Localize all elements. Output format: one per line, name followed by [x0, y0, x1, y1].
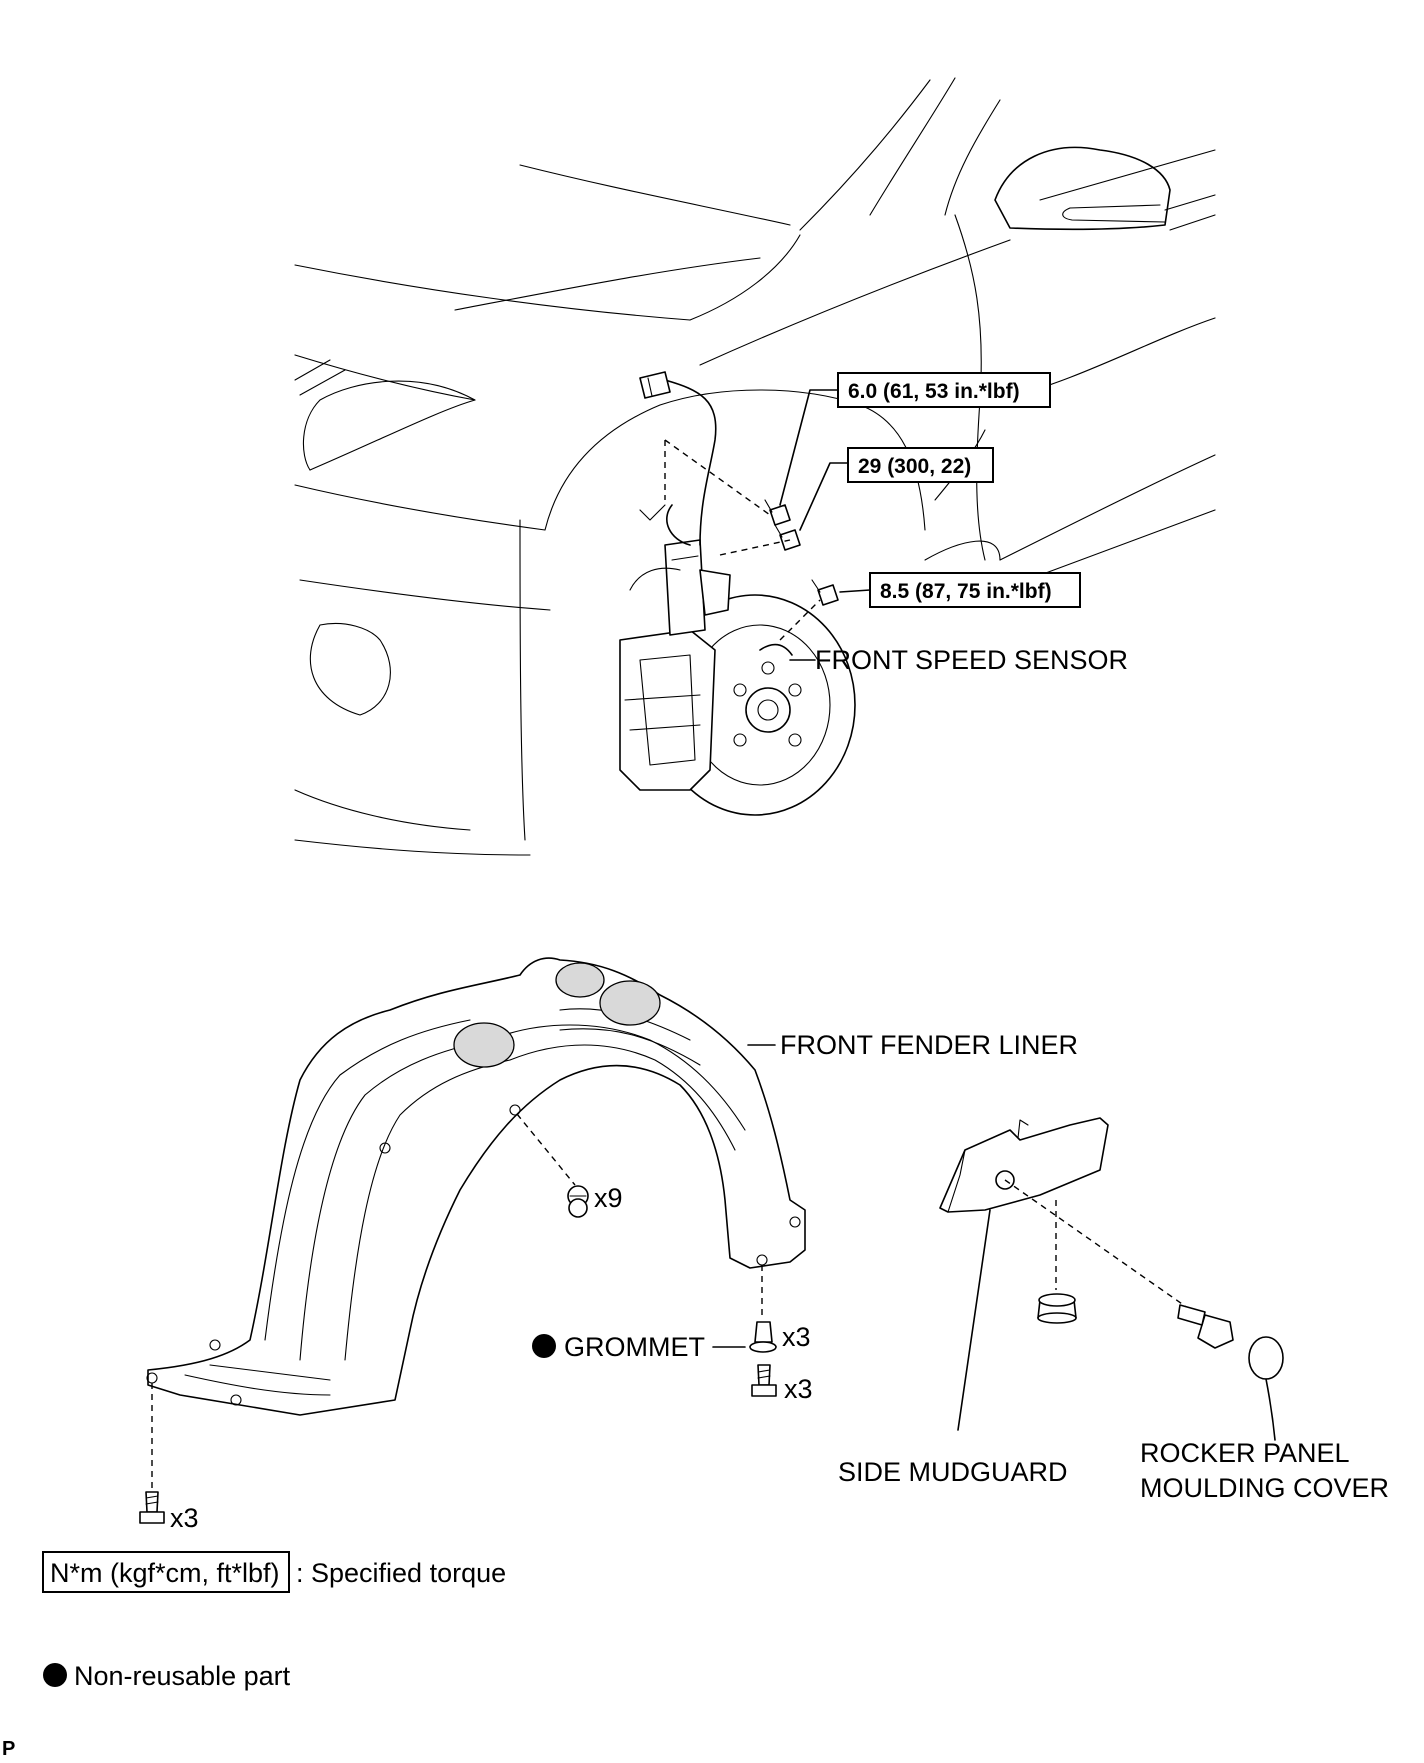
label-front-speed-sensor: FRONT SPEED SENSOR: [815, 645, 1128, 675]
torque-value-3: 8.5 (87, 75 in.*lbf): [880, 580, 1052, 603]
legend-nonreusable-text: Non-reusable part: [74, 1661, 291, 1691]
torque-value-1: 6.0 (61, 53 in.*lbf): [848, 380, 1020, 403]
torque-callout-3: 8.5 (87, 75 in.*lbf): [869, 572, 1081, 608]
qty-clip: x9: [594, 1183, 623, 1213]
qty-screw: x3: [784, 1374, 813, 1404]
label-rocker-panel-line2: MOULDING COVER: [1140, 1473, 1389, 1503]
nonreusable-dot-icon-legend: [43, 1663, 67, 1687]
qty-bolt: x3: [170, 1503, 199, 1533]
legend-nonreusable: Non-reusable part: [43, 1661, 291, 1691]
bolt-icon-sensor-clamp: [764, 499, 791, 526]
vehicle-body-outline: [294, 77, 1216, 856]
grommet-icon: [749, 1321, 777, 1353]
brake-hub-assembly: [619, 371, 856, 816]
moulding-cover-icon: [1248, 1336, 1284, 1380]
bolt-icon-bracket: [774, 524, 801, 551]
qty-grommet: x3: [782, 1322, 811, 1352]
front-fender-liner-part: [146, 957, 806, 1416]
bolt-icon-liner-bottom: [139, 1491, 165, 1524]
label-rocker-panel-line1: ROCKER PANEL: [1140, 1438, 1350, 1468]
legend-torque-box-text: N*m (kgf*cm, ft*lbf): [50, 1558, 280, 1588]
label-side-mudguard: SIDE MUDGUARD: [838, 1457, 1068, 1487]
torque-callout-1: 6.0 (61, 53 in.*lbf): [837, 372, 1051, 408]
label-front-fender-liner: FRONT FENDER LINER: [780, 1030, 1078, 1060]
plug-icon: [1037, 1293, 1077, 1324]
legend-torque-text: : Specified torque: [296, 1558, 506, 1588]
torque-value-2: 29 (300, 22): [858, 455, 971, 478]
screw-icon: [751, 1364, 777, 1397]
corner-mark: P: [2, 1738, 15, 1760]
clip-icon: [567, 1185, 589, 1218]
legend-torque: N*m (kgf*cm, ft*lbf) : Specified torque: [42, 1551, 506, 1593]
label-grommet: GROMMET: [564, 1332, 705, 1362]
side-mudguard-part: [939, 1117, 1109, 1213]
bolt-icon-sensor: [811, 579, 839, 606]
bolt-icon-mudguard: [1177, 1304, 1234, 1349]
nonreusable-dot-icon: [532, 1334, 556, 1358]
torque-callout-2: 29 (300, 22): [847, 447, 994, 483]
